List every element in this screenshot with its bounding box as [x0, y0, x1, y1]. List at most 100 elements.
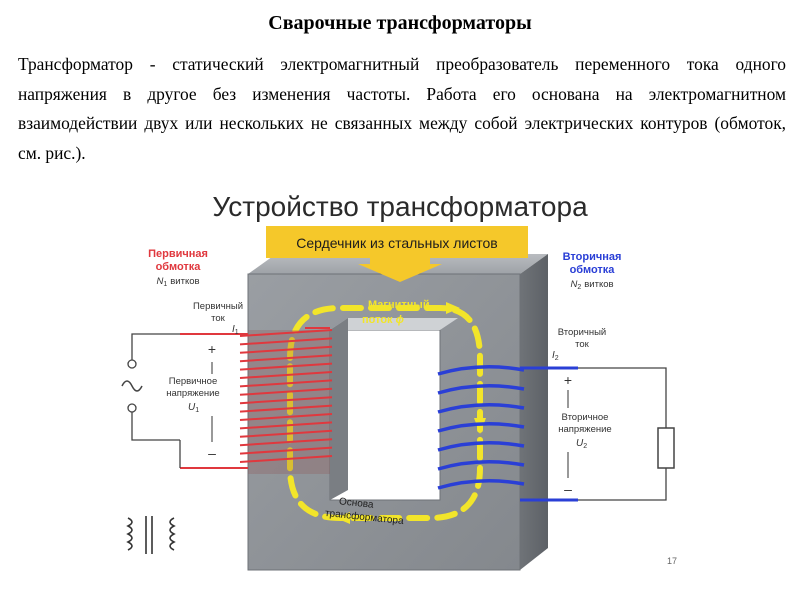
primary-current-sym: I	[232, 324, 235, 335]
primary-voltage-sym: U	[188, 402, 196, 413]
flux-symbol: ϕ	[396, 314, 404, 326]
ac-terminal-icon	[127, 403, 137, 413]
primary-coil-turn	[239, 455, 333, 463]
primary-coil-turn	[239, 387, 333, 396]
core-side-face	[520, 254, 548, 570]
core-window-depth-side	[330, 318, 348, 500]
primary-winding-title: Первичная	[148, 248, 208, 260]
primary-title-line2: обмотка	[156, 261, 202, 273]
secondary-voltage-sub: 2	[583, 443, 587, 450]
secondary-turns-sub: 2	[577, 284, 581, 291]
core-base-line1: Основа	[338, 496, 374, 511]
primary-title-line1: Первичная	[148, 248, 208, 260]
secondary-plus: +	[564, 372, 572, 388]
secondary-coil-turn	[437, 479, 525, 490]
core-banner-label: Сердечник из стальных листов	[296, 235, 498, 251]
primary-coil-turn	[239, 345, 333, 354]
flux-arrow-icon	[446, 302, 460, 314]
primary-coil-turn	[239, 413, 333, 421]
primary-winding-title: обмотка	[156, 261, 202, 273]
primary-voltage-label: Первичное	[169, 376, 218, 387]
secondary-winding-title: обмотка	[570, 264, 616, 276]
secondary-coil-turn	[437, 365, 525, 376]
primary-minus: –	[208, 445, 216, 461]
page-number: 17	[667, 556, 677, 566]
slide-title: Сварочные трансформаторы	[268, 12, 532, 34]
secondary-current-line2: ток	[575, 339, 590, 350]
core-banner-arrow	[266, 226, 528, 282]
primary-current-label: Первичный	[193, 301, 243, 312]
secondary-minus: –	[564, 481, 572, 497]
primary-coil-turn	[239, 354, 333, 363]
secondary-title-line2: обмотка	[570, 264, 616, 276]
primary-coil-turn	[239, 379, 333, 388]
secondary-winding	[437, 365, 525, 490]
primary-coil-turn	[239, 362, 333, 371]
primary-coil-turn	[239, 371, 333, 379]
secondary-current-sym: I	[552, 350, 555, 361]
primary-coil-turn	[239, 404, 333, 413]
secondary-coil-turn	[437, 384, 525, 395]
load-resistor-icon	[657, 427, 675, 469]
secondary-voltage-line1: Вторичное	[562, 412, 609, 423]
flux-arrow-icon	[474, 418, 486, 434]
secondary-current-line1: Вторичный	[558, 327, 606, 338]
flux-label: поток ϕ	[362, 314, 404, 326]
primary-voltage-label: напряжение	[166, 388, 219, 399]
primary-turns-sub: 1	[163, 281, 167, 288]
core-window-depth	[330, 318, 458, 330]
flux-arrow-icon	[336, 512, 350, 524]
primary-plus: +	[208, 341, 216, 357]
transformer-diagram: Устройство трансформатора Магнитный пото…	[100, 178, 700, 580]
secondary-voltage-line2: напряжение	[558, 424, 611, 435]
secondary-current-sub: 2	[555, 355, 559, 362]
primary-coil-turn	[239, 429, 333, 438]
primary-coil-turn	[239, 337, 333, 346]
primary-voltage-line2: напряжение	[166, 388, 219, 399]
secondary-coil-turn	[437, 422, 525, 433]
primary-circuit	[131, 333, 248, 469]
primary-current-symbol: I1	[232, 324, 239, 336]
secondary-voltage-sym: U	[576, 438, 584, 449]
primary-turns-symbol: N	[156, 276, 163, 287]
primary-coil-turn	[239, 446, 333, 455]
primary-voltage-line1: Первичное	[169, 376, 218, 387]
primary-winding	[239, 327, 333, 474]
secondary-voltage-symbol: U2	[576, 438, 587, 450]
secondary-current-label: Вторичный	[558, 327, 606, 338]
flux-label: Магнитный	[368, 299, 430, 311]
primary-current-line1: Первичный	[193, 301, 243, 312]
primary-current-line2: ток	[211, 313, 226, 324]
primary-coil-turn	[239, 396, 333, 405]
secondary-winding-title: Вторичная	[563, 251, 622, 263]
core-base-label: Основа	[338, 496, 374, 511]
secondary-coil-turn	[437, 403, 525, 414]
transformer-symbol-icon	[126, 516, 176, 554]
flux-label-line2: поток	[362, 314, 393, 326]
magnetic-flux-path	[287, 305, 483, 521]
primary-turns-word: витков	[170, 276, 199, 287]
secondary-turns-symbol: N	[570, 279, 577, 290]
secondary-voltage-label: Вторичное	[562, 412, 609, 423]
primary-voltage-sub: 1	[195, 407, 199, 414]
primary-voltage-symbol: U1	[188, 402, 199, 414]
ac-source-icon	[121, 380, 143, 392]
secondary-current-symbol: I2	[552, 350, 559, 362]
secondary-voltage-label: напряжение	[558, 424, 611, 435]
diagram-heading: Устройство трансформатора	[212, 191, 588, 222]
definition-paragraph: Трансформатор - статический электромагни…	[18, 54, 786, 163]
secondary-circuit	[520, 366, 667, 502]
secondary-coil-turn	[437, 460, 525, 471]
ac-terminal-icon	[127, 359, 137, 369]
primary-current-label: ток	[211, 313, 226, 324]
primary-current-sub: 1	[235, 329, 239, 336]
secondary-turns-word: витков	[584, 279, 613, 290]
primary-coil-turn	[239, 421, 333, 430]
secondary-current-label: ток	[575, 339, 590, 350]
flux-label-line1: Магнитный	[368, 299, 430, 311]
secondary-title-line1: Вторичная	[563, 251, 622, 263]
secondary-coil-turn	[437, 441, 525, 452]
primary-coil-turn	[239, 438, 333, 447]
